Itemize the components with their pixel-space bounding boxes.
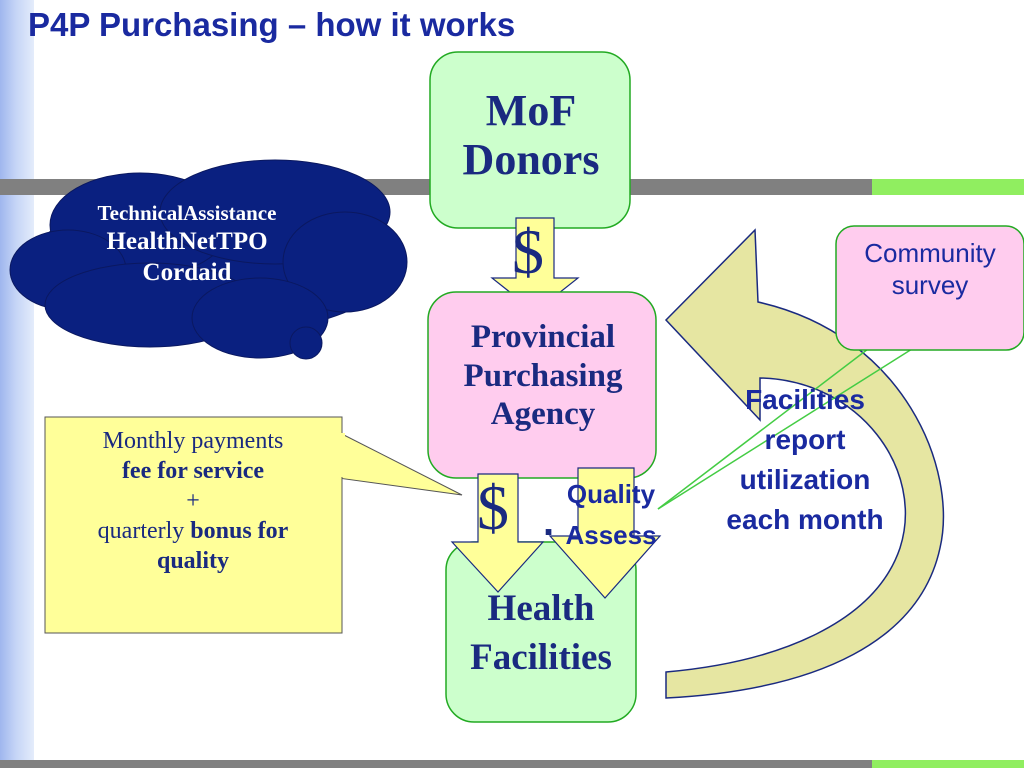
dollar-sign-bottom: $ — [477, 472, 509, 543]
payment-line-4: quarterly bonus for — [46, 516, 340, 546]
title-divider-green — [872, 179, 1024, 195]
dollar-sign-top: $ — [512, 216, 544, 287]
cloud-label-line-3: Cordaid — [142, 259, 232, 287]
facilities-report-label: Facilities report utilization each month — [696, 380, 914, 540]
donors-label-line: Donors — [462, 135, 600, 185]
report-label-line-3: utilization — [739, 464, 871, 496]
dot-mark: . — [543, 500, 555, 544]
mof-donors-label: MoF Donors — [432, 86, 630, 185]
payment-line-4-bold: bonus for — [190, 518, 289, 544]
payment-line-5: quality — [156, 548, 230, 574]
quality-label-line-2: Assess — [565, 519, 657, 550]
report-label-line-2: report — [764, 424, 846, 456]
payment-arrow-bottom — [450, 473, 545, 593]
report-label-line-1: Facilities — [745, 384, 865, 415]
community-label-line-2: survey — [891, 269, 969, 300]
cloud-label-line-2: HealthNetTPO — [106, 228, 268, 256]
quality-label-line-1: Quality — [566, 479, 656, 509]
community-callout-pointer-line-2 — [657, 348, 869, 510]
hf-label-line-1: Health — [487, 588, 595, 629]
community-survey-label: Community survey — [838, 238, 1022, 301]
payment-line-1: Monthly payments — [102, 428, 284, 454]
mof-label-line: MoF — [485, 86, 577, 135]
quality-assess-label: Quality Assess — [556, 474, 666, 556]
community-survey-box — [835, 225, 1024, 351]
payment-line-4-plain: quarterly — [97, 518, 185, 544]
payment-line-2: fee for service — [121, 458, 265, 484]
ppa-label: Provincial Purchasing Agency — [430, 318, 656, 434]
ppa-label-line-2: Purchasing — [463, 357, 623, 394]
community-callout-pointer-line-1 — [657, 348, 913, 510]
payment-callout-box — [44, 416, 343, 634]
ppa-label-line-1: Provincial — [470, 319, 616, 355]
health-facilities-label: Health Facilities — [447, 584, 635, 682]
hf-label-line-2: Facilities — [470, 637, 612, 679]
payment-line-3: + — [186, 488, 200, 514]
curved-feedback-arrow — [664, 228, 944, 699]
provincial-purchasing-agency-box — [427, 291, 657, 479]
technical-assistance-label: TechnicalAssistance HealthNetTPO Cordaid — [52, 200, 322, 288]
left-decorative-stripe — [0, 0, 34, 768]
footer-bar-green — [872, 760, 1024, 768]
technical-assistance-cloud — [9, 159, 408, 360]
ppa-label-line-3: Agency — [490, 396, 596, 433]
cloud-label-line-1: TechnicalAssistance — [97, 201, 277, 225]
footer-bar-gray — [0, 760, 872, 768]
community-label-line-1: Community — [864, 238, 996, 268]
quality-assess-arrow — [548, 467, 662, 599]
payment-callout-text: Monthly payments fee for service + quart… — [46, 426, 340, 576]
slide-title: P4P Purchasing – how it works — [28, 6, 516, 43]
report-label-line-4: each month — [726, 504, 884, 536]
